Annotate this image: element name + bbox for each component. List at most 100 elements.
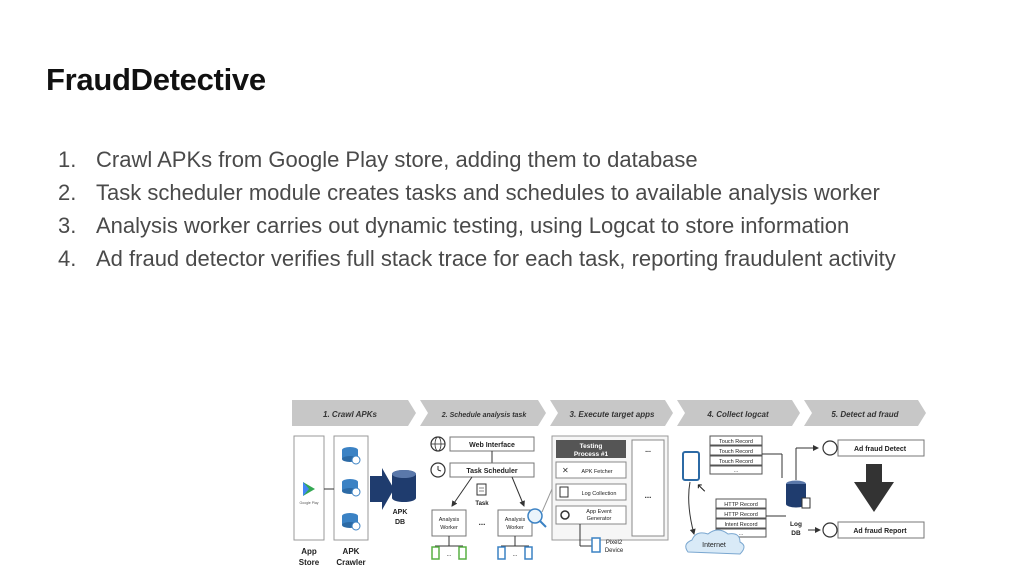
step-number: 4. (58, 246, 77, 271)
google-play-icon-accent (303, 482, 309, 496)
stage-banner: 1. Crawl APKs 2. Schedule analysis task … (292, 400, 926, 426)
report-icon (822, 522, 838, 538)
analysis-worker-label: Analysis (505, 517, 526, 523)
stage-label: 2. Schedule analysis task (441, 412, 528, 419)
analysis-worker-label: Worker (440, 525, 458, 531)
touch-record (709, 465, 763, 475)
app-store-label: Store (299, 558, 320, 567)
internet-cloud-icon (685, 529, 745, 555)
search-icon (822, 440, 838, 456)
step-text: Task scheduler module creates tasks and … (96, 180, 880, 205)
apk-db-label: APK (393, 509, 408, 516)
ad-fraud-detect-box (837, 439, 925, 457)
step-item: 3.Analysis worker carries out dynamic te… (58, 209, 896, 242)
task-scheduler-box (449, 462, 535, 478)
stage-arrow (677, 400, 800, 426)
stage-arrow (292, 400, 416, 426)
svg-text:...: ... (512, 552, 517, 558)
cursor-icon: ↖ (696, 480, 707, 495)
logcat-phone-icon (682, 451, 700, 481)
logcat-group: ↖ Touch Record Touch Record Touch Record… (682, 435, 811, 555)
app-event-generator-label: App Event (586, 509, 612, 515)
apk-crawler-label: APK (343, 547, 360, 556)
http-record-label: Intent Record (724, 522, 757, 528)
down-arrow-icon (854, 464, 894, 512)
scheduler-group: Web Interface Task Scheduler Task Analys… (430, 436, 547, 560)
stage-arrow (550, 400, 673, 426)
crawler-db-icon (342, 479, 361, 497)
svg-text:...: ... (645, 447, 651, 454)
app-store-label: App (301, 547, 317, 556)
log-db-icon (786, 480, 811, 509)
log-collection-box (555, 483, 627, 501)
ad-fraud-detect-label: Ad fraud Detect (854, 446, 907, 453)
magnifier-icon (527, 508, 543, 524)
tools-icon: ✕ (562, 466, 569, 475)
step-number: 2. (58, 180, 77, 205)
step-number: 1. (58, 147, 77, 172)
phone-icon (431, 546, 440, 560)
pixel2-phone-icon (591, 537, 601, 553)
crawler-to-db-arrow (370, 468, 394, 510)
pixel2-device-label: Pixel2 (606, 540, 623, 546)
svg-text:...: ... (645, 491, 652, 500)
log-db-label: Log (790, 521, 802, 528)
touch-record-label: Touch Record (719, 439, 753, 445)
step-item: 1.Crawl APKs from Google Play store, add… (58, 143, 896, 176)
gear-icon (560, 510, 570, 520)
web-interface-label: Web Interface (469, 442, 515, 449)
touch-record-label: Touch Record (719, 449, 753, 455)
phone-icon (458, 546, 467, 560)
analysis-worker-box (431, 509, 467, 537)
testing-process-label: Testing (580, 443, 603, 450)
log-db-label: DB (791, 530, 801, 537)
stage-arrow (804, 400, 926, 426)
analysis-worker-label: Analysis (439, 517, 460, 523)
testing-process-label: Process #1 (574, 451, 609, 458)
phone-icon (524, 546, 533, 560)
step-text: Ad fraud detector verifies full stack tr… (96, 246, 896, 271)
apk-db-label: DB (395, 519, 405, 526)
http-record (715, 498, 767, 509)
task-doc-icon (476, 483, 487, 496)
analysis-worker-box (497, 509, 533, 537)
task-scheduler-label: Task Scheduler (466, 468, 518, 475)
apk-db-icon (392, 470, 416, 502)
touch-record (709, 445, 763, 456)
stage-label: 4. Collect logcat (706, 410, 769, 419)
architecture-diagram: 1. Crawl APKs 2. Schedule analysis task … (292, 400, 926, 567)
pixel2-device-label: Device (605, 548, 624, 554)
touch-record (709, 455, 763, 466)
http-record-label: ... (739, 531, 744, 537)
http-record-label: HTTP Record (724, 512, 758, 518)
phone-icon (497, 546, 506, 560)
crawler-db-icon (342, 513, 361, 531)
apk-fetcher-label: APK Fetcher (581, 469, 612, 475)
stage-label: 5. Detect ad fraud (831, 410, 899, 419)
testing-process-more (631, 439, 665, 537)
worker-ellipsis: ... (479, 518, 486, 527)
touch-record-label: Touch Record (719, 459, 753, 465)
app-store-group: Google Play App Store (293, 435, 325, 567)
touch-record (709, 435, 763, 446)
log-collection-label: Log Collection (582, 491, 617, 497)
log-icon (559, 486, 569, 498)
analysis-worker-label: Worker (506, 525, 524, 531)
app-event-generator-label: Generator (587, 516, 612, 522)
slide-title: FraudDetective (46, 62, 266, 97)
detect-group: Ad fraud Detect Ad fraud Report (795, 439, 925, 539)
steps-list: 1.Crawl APKs from Google Play store, add… (58, 143, 896, 275)
google-play-label: Google Play (299, 501, 318, 505)
svg-text:...: ... (446, 552, 451, 558)
app-event-generator-box (555, 505, 627, 525)
ad-fraud-report-box (837, 521, 925, 539)
http-record-label: HTTP Record (724, 502, 758, 508)
stage-label: 1. Crawl APKs (323, 410, 377, 419)
apk-fetcher-box (555, 461, 627, 479)
apk-crawler-group: APK Crawler (324, 435, 369, 567)
testing-process-group: Testing Process #1 ✕ APK Fetcher Log Col… (541, 435, 669, 554)
http-record (715, 508, 767, 519)
task-label: Task (475, 501, 489, 507)
touch-record-label: ... (734, 468, 739, 474)
apk-crawler-label: Crawler (336, 558, 365, 567)
